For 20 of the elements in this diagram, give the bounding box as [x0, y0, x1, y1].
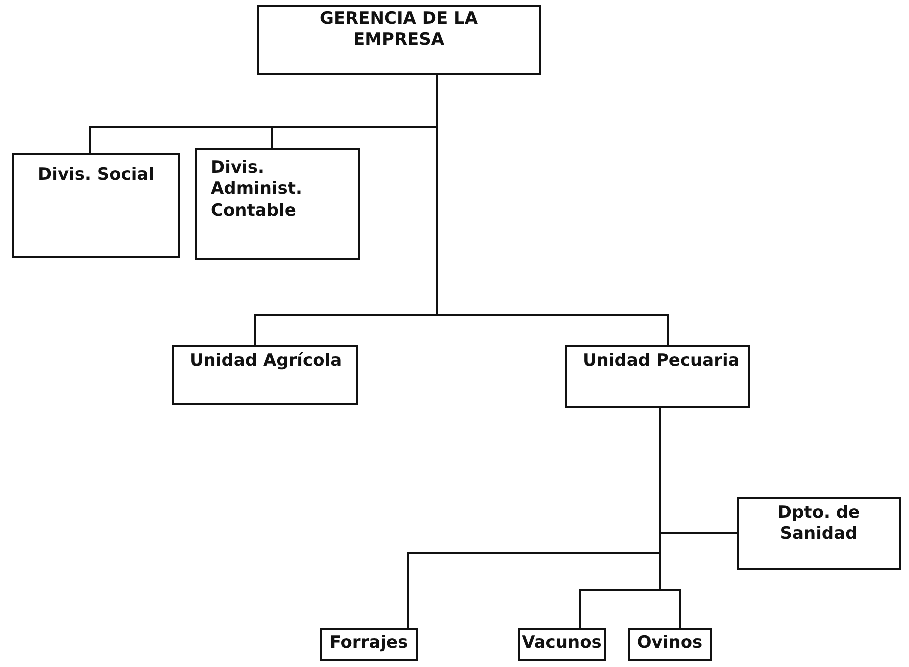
unit-name: Divis. Administ. Contable [211, 158, 304, 222]
unit-name: Forrajes [328, 633, 410, 654]
org-box [565, 345, 750, 408]
unit-name: Dpto. de Sanidad [776, 503, 862, 546]
org-box [737, 497, 901, 570]
unit-name: Unidad Agrícola [190, 351, 344, 372]
connector-line [659, 408, 681, 628]
org-box [172, 345, 358, 405]
connector-line [436, 75, 669, 345]
unit-name: Divis. Social [38, 165, 156, 186]
unit-name: GERENCIA DE LA EMPRESA [318, 9, 479, 52]
unit-name: Ovinos [636, 633, 704, 654]
org-box [628, 628, 712, 661]
org-box [320, 628, 418, 661]
org-box [257, 5, 541, 75]
unit-name: Unidad Pecuaria [583, 351, 740, 372]
org-box [518, 628, 606, 661]
org-box [12, 153, 180, 258]
org-box [195, 148, 360, 260]
unit-name: Vacunos [522, 633, 602, 654]
